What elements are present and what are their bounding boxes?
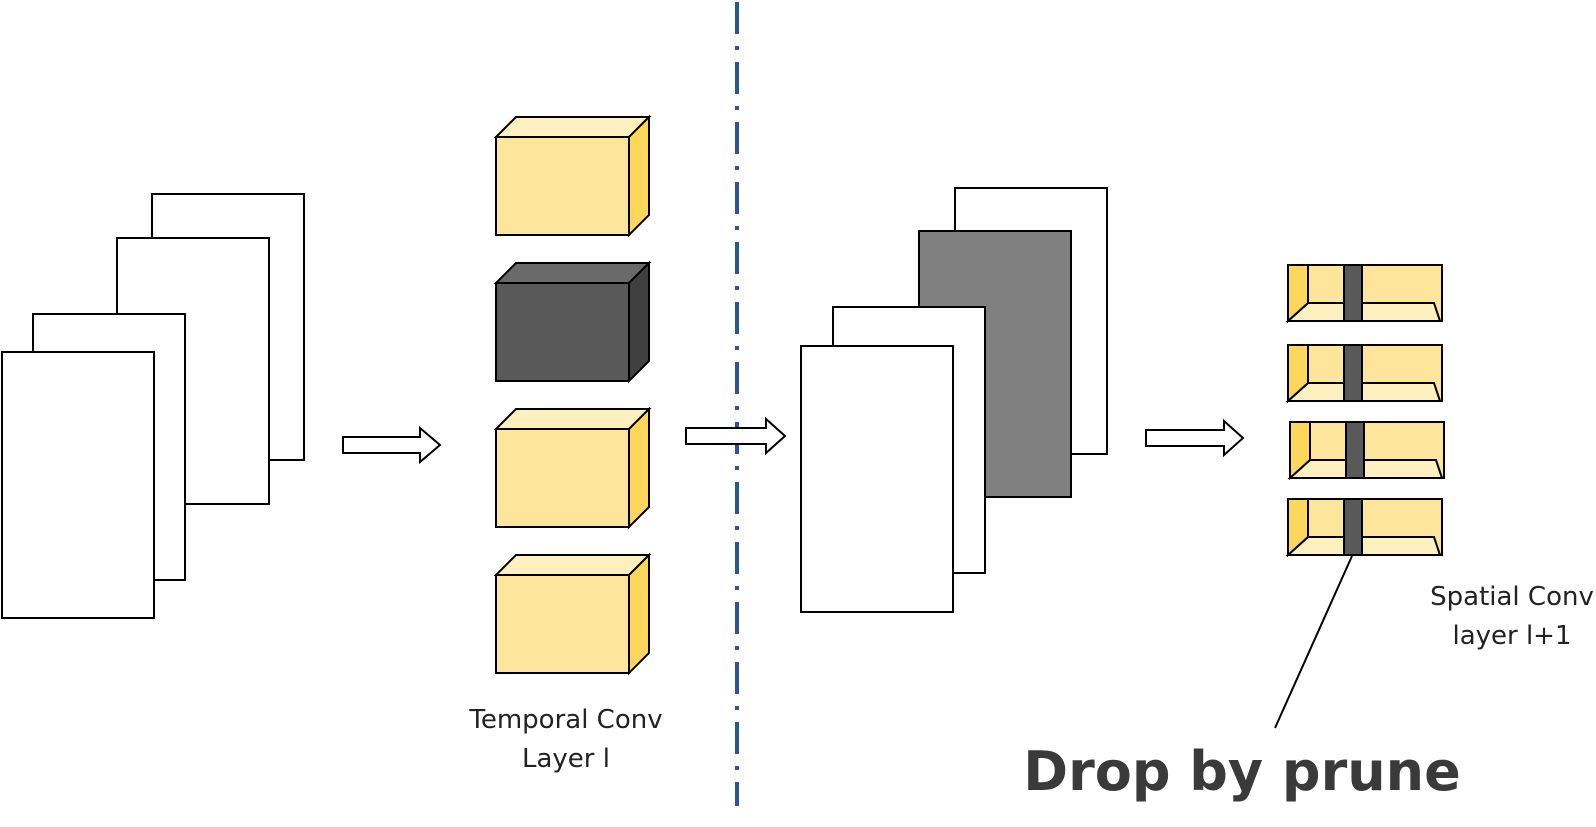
arrow-1 — [342, 425, 442, 465]
spatial-conv-label-line2: layer l+1 — [1452, 621, 1571, 651]
pruned-channel-slice — [1343, 498, 1363, 556]
output-feature-maps — [800, 187, 1108, 613]
spatial-filter-2 — [1285, 344, 1443, 404]
filter-cube-1 — [493, 114, 652, 238]
temporal-conv-label-line1: Temporal Conv — [468, 705, 662, 735]
temporal-conv-label-line2: Layer l — [522, 744, 610, 774]
pruned-pointer-line — [1274, 555, 1353, 729]
spatial-filter-1 — [1285, 264, 1443, 324]
arrow-3 — [1145, 418, 1245, 458]
arrow-2 — [685, 416, 787, 456]
pruned-channel-slice — [1343, 264, 1363, 322]
output-map-1 — [800, 345, 954, 613]
pruned-channel-slice — [1343, 344, 1363, 402]
pruned-channel-slice — [1345, 421, 1365, 479]
input-feature-maps — [1, 193, 305, 619]
filter-cube-2-pruned — [493, 260, 652, 384]
temporal-filters — [493, 114, 652, 676]
filter-cube-3 — [493, 406, 652, 530]
filter-cube-4 — [493, 552, 652, 676]
drop-by-prune-label: Drop by prune — [1023, 740, 1460, 803]
spatial-conv-label-line1: Spatial Conv — [1430, 582, 1594, 612]
spatial-filter-3 — [1287, 421, 1445, 481]
spatial-filter-4 — [1285, 498, 1443, 558]
spatial-filters — [1285, 264, 1445, 558]
input-map-1 — [1, 351, 155, 619]
